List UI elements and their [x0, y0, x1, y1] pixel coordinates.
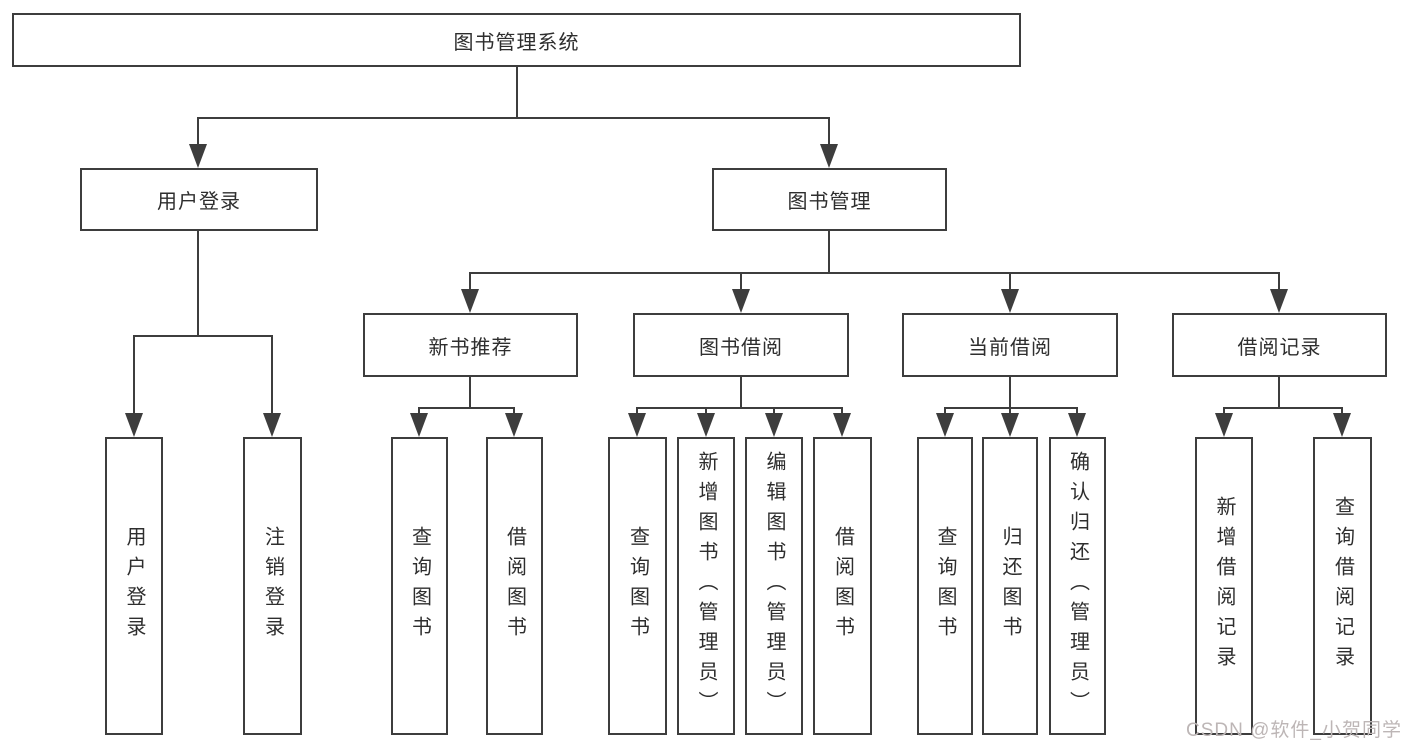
node-label: 确认归还（管理员）	[1066, 451, 1089, 721]
connector-line	[740, 377, 742, 408]
connector-line	[197, 231, 199, 336]
node-query-books-current: 查询图书	[917, 437, 973, 735]
node-edit-books-admin: 编辑图书（管理员）	[745, 437, 803, 735]
node-label: 编辑图书（管理员）	[763, 451, 785, 721]
node-label: 图书管理	[787, 191, 872, 213]
arrowhead-icon	[125, 413, 143, 437]
arrowhead-icon	[410, 413, 428, 437]
node-label: 查询借阅记录	[1331, 496, 1354, 676]
node-label: 新书推荐	[428, 336, 513, 359]
connector-line	[705, 407, 707, 417]
connector-line	[944, 407, 946, 417]
connector-line	[469, 272, 471, 292]
connector-line	[740, 272, 742, 292]
node-book-management: 图书管理	[712, 168, 947, 231]
arrowhead-icon	[833, 413, 851, 437]
connector-line	[637, 407, 843, 409]
csdn-watermark: CSDN @软件_小贺同学	[1186, 720, 1402, 741]
node-borrowing-records: 借阅记录	[1172, 313, 1387, 377]
connector-line	[828, 231, 830, 273]
connector-line	[945, 407, 1078, 409]
connector-line	[773, 407, 775, 417]
arrowhead-icon	[1001, 413, 1019, 437]
arrowhead-icon	[628, 413, 646, 437]
connector-line	[271, 335, 273, 415]
connector-line	[828, 117, 830, 150]
arrowhead-icon	[936, 413, 954, 437]
connector-line	[134, 335, 273, 337]
connector-line	[470, 272, 1280, 274]
connector-line	[1278, 377, 1280, 408]
node-label: 注销登录	[261, 526, 284, 646]
connector-line	[636, 407, 638, 417]
node-logout: 注销登录	[243, 437, 302, 735]
node-label: 用户登录	[123, 526, 145, 646]
connector-line	[1009, 407, 1011, 417]
node-label: 当前借阅	[968, 336, 1052, 359]
connector-line	[197, 117, 199, 150]
arrowhead-icon	[505, 413, 523, 437]
arrowhead-icon	[1068, 413, 1086, 437]
node-query-books-borrowing: 查询图书	[608, 437, 667, 735]
node-label: 图书借阅	[699, 336, 783, 359]
node-return-books: 归还图书	[982, 437, 1038, 735]
connector-line	[513, 407, 515, 417]
arrowhead-icon	[1270, 289, 1288, 313]
node-confirm-return-admin: 确认归还（管理员）	[1049, 437, 1106, 735]
connector-line	[1341, 407, 1343, 417]
connector-line	[1076, 407, 1078, 417]
node-user-login-leaf: 用户登录	[105, 437, 163, 735]
arrowhead-icon	[820, 144, 838, 168]
node-new-book-recommendation: 新书推荐	[363, 313, 578, 377]
connector-line	[133, 335, 135, 415]
connector-line	[418, 407, 420, 417]
arrowhead-icon	[765, 413, 783, 437]
node-label: 借阅图书	[831, 526, 854, 646]
arrowhead-icon	[1001, 289, 1019, 313]
node-book-borrowing: 图书借阅	[633, 313, 849, 377]
node-query-books-recommend: 查询图书	[391, 437, 448, 735]
node-current-borrowing: 当前借阅	[902, 313, 1118, 377]
arrowhead-icon	[697, 413, 715, 437]
arrowhead-icon	[461, 289, 479, 313]
node-label: 归还图书	[999, 526, 1021, 646]
node-borrow-books-recommend: 借阅图书	[486, 437, 543, 735]
node-label: 新增借阅记录	[1213, 496, 1235, 676]
node-user-login: 用户登录	[80, 168, 318, 231]
connector-line	[419, 407, 514, 409]
node-query-borrow-record: 查询借阅记录	[1313, 437, 1372, 735]
node-library-management-system: 图书管理系统	[12, 13, 1021, 67]
node-label: 图书管理系统	[453, 31, 580, 54]
node-label: 新增图书（管理员）	[695, 451, 717, 721]
arrowhead-icon	[189, 144, 207, 168]
node-label: 用户登录	[157, 191, 241, 213]
arrowhead-icon	[732, 289, 750, 313]
node-add-borrow-record: 新增借阅记录	[1195, 437, 1253, 735]
arrowhead-icon	[1215, 413, 1233, 437]
node-borrow-books-borrowing: 借阅图书	[813, 437, 872, 735]
node-label: 借阅记录	[1237, 336, 1322, 359]
connector-line	[198, 117, 830, 119]
node-label: 查询图书	[934, 526, 956, 646]
connector-line	[1278, 272, 1280, 292]
connector-line	[469, 377, 471, 408]
connector-line	[1009, 377, 1011, 408]
node-label: 查询图书	[408, 526, 431, 646]
arrowhead-icon	[263, 413, 281, 437]
arrowhead-icon	[1333, 413, 1351, 437]
connector-line	[1223, 407, 1225, 417]
node-label: 查询图书	[626, 526, 649, 646]
connector-line	[516, 67, 518, 118]
node-add-books-admin: 新增图书（管理员）	[677, 437, 735, 735]
connector-line	[1009, 272, 1011, 292]
connector-line	[841, 407, 843, 417]
node-label: 借阅图书	[503, 526, 526, 646]
connector-line	[1224, 407, 1343, 409]
